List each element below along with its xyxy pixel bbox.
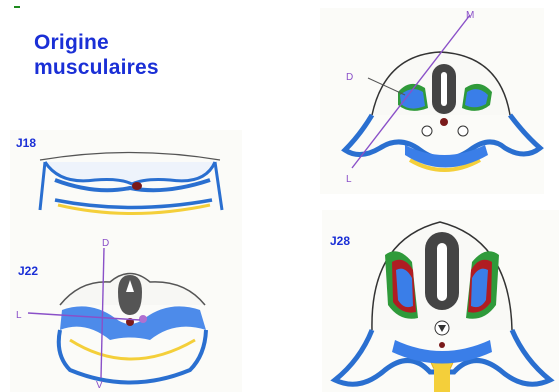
j28-embryo-drawing	[0, 0, 559, 392]
